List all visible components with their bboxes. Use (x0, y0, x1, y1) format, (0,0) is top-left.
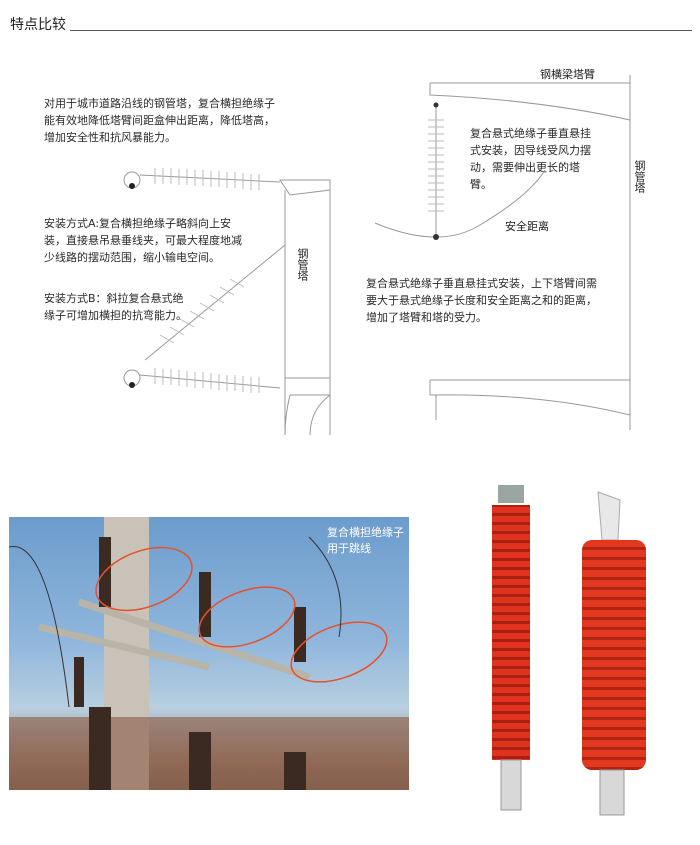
crossarm-photo: 复合横担绝缘子用于跳线 (9, 517, 409, 790)
suspension-note: 复合悬式绝缘子垂直悬挂式安装，因导线受风力摆动，需要伸出更长的塔臂。 (470, 127, 591, 191)
crossarm-insulator-drawing (123, 168, 331, 435)
right-tower-label: 钢管塔 (633, 160, 646, 193)
intro-text: 对用于城市道路沿线的钢管塔，复合横担绝缘子能有效地降低塔臂间距盒伸出距离，降低塔… (44, 97, 275, 144)
title-divider (70, 30, 692, 31)
suspension-insulator-drawing (374, 75, 631, 430)
suspension-summary: 复合悬式绝缘子垂直悬挂式安装，上下塔臂间需要大于悬式绝缘子长度和安全距离之和的距… (366, 277, 597, 324)
method-b-text: 安装方式B：斜拉复合悬式绝缘子可增加横担的抗弯能力。 (44, 292, 187, 322)
photo-caption: 复合横担绝缘子用于跳线 (327, 526, 404, 555)
insulator-straight (492, 485, 530, 811)
left-tower-label: 钢管塔 (296, 248, 309, 281)
beam-label: 钢横梁塔臂 (540, 68, 595, 81)
red-insulator-products (492, 485, 646, 816)
safety-distance-label: 安全距离 (505, 220, 549, 233)
section-title: 特点比较 (10, 17, 66, 33)
method-a-text: 安装方式A:复合横担绝缘子略斜向上安装，直接悬吊悬垂线夹，可最大程度地减少线路的… (44, 217, 242, 264)
insulator-large (582, 491, 646, 816)
